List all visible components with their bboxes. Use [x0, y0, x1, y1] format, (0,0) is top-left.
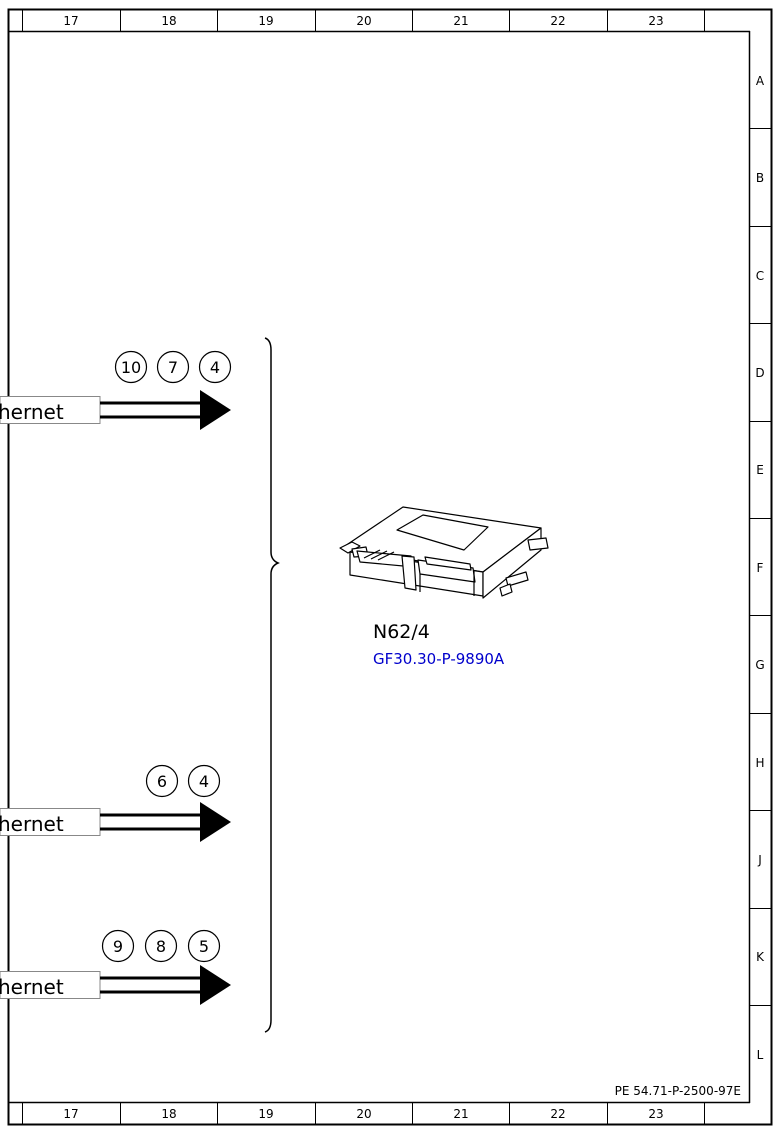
reference-bubble[interactable]: 4	[199, 772, 209, 791]
connector-label-box	[0, 808, 101, 836]
component-reference-link[interactable]: GF30.30-P-9890A	[373, 650, 505, 668]
column-number: 17	[63, 14, 78, 28]
row-letter: D	[755, 366, 764, 380]
column-number: 22	[550, 14, 565, 28]
row-letter: K	[756, 950, 765, 964]
column-number: 23	[648, 1107, 663, 1121]
circle-reference-group	[101, 929, 221, 963]
column-number: 19	[258, 14, 273, 28]
curly-brace	[264, 337, 280, 1033]
connector-line-1[interactable]: 10 7 4 hernet	[0, 350, 232, 431]
row-letter: A	[756, 74, 765, 88]
column-number: 20	[356, 14, 371, 28]
connector-label-box	[0, 396, 101, 424]
connector-label: hernet	[0, 812, 64, 836]
row-letters: A B C D E F G H J K L	[755, 74, 765, 1062]
row-letter: B	[756, 171, 764, 185]
column-numbers-top: 17 18 19 20 21 22 23	[63, 14, 663, 28]
reference-bubble[interactable]: 6	[157, 772, 167, 791]
control-unit-icon[interactable]	[339, 506, 549, 599]
row-letter: E	[756, 463, 764, 477]
connector-label-box	[0, 971, 101, 999]
connector-line-3[interactable]: 9 8 5 hernet	[0, 929, 231, 1006]
reference-bubble[interactable]: 10	[121, 358, 141, 377]
reference-bubble[interactable]: 9	[113, 937, 123, 956]
component-designation: N62/4	[373, 621, 430, 643]
column-number: 18	[161, 1107, 176, 1121]
arrow-right-icon	[200, 802, 231, 842]
sheet-frame	[7, 8, 773, 1126]
column-ticks	[22, 10, 705, 1124]
reference-bubble[interactable]: 4	[210, 358, 220, 377]
column-number: 18	[161, 14, 176, 28]
double-line	[100, 401, 204, 419]
double-line	[100, 813, 204, 831]
row-letter: F	[757, 561, 764, 575]
column-number: 19	[258, 1107, 273, 1121]
connector-label: hernet	[0, 975, 64, 999]
column-number: 17	[63, 1107, 78, 1121]
connector-line-2[interactable]: 6 4 hernet	[0, 764, 231, 843]
reference-bubble[interactable]: 7	[168, 358, 178, 377]
connector-label: hernet	[0, 400, 64, 424]
row-letter: L	[757, 1048, 764, 1062]
circle-reference-group	[114, 350, 232, 384]
column-number: 23	[648, 14, 663, 28]
reference-bubble[interactable]: 5	[199, 937, 209, 956]
row-letter: J	[757, 853, 762, 867]
arrow-right-icon	[200, 965, 231, 1005]
document-id: PE 54.71-P-2500-97E	[615, 1084, 741, 1098]
arrow-right-icon	[200, 390, 231, 430]
double-line	[100, 976, 204, 994]
row-letter: G	[755, 658, 764, 672]
row-letter: H	[755, 756, 764, 770]
column-number: 21	[453, 14, 468, 28]
column-number: 21	[453, 1107, 468, 1121]
column-number: 20	[356, 1107, 371, 1121]
row-ticks	[750, 128, 771, 1006]
row-letter: C	[756, 269, 764, 283]
reference-bubble[interactable]: 8	[156, 937, 166, 956]
column-number: 22	[550, 1107, 565, 1121]
column-numbers-bottom: 17 18 19 20 21 22 23	[63, 1107, 663, 1121]
circle-reference-group	[145, 764, 221, 798]
